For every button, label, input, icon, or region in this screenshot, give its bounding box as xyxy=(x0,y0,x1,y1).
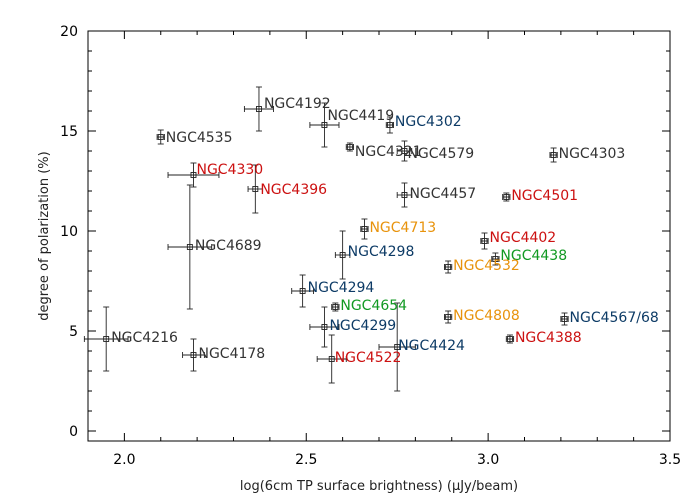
point-label-ngc4321: NGC4321 xyxy=(355,144,422,160)
point-label-ngc4532: NGC4532 xyxy=(453,258,520,274)
errorbar-ngc4298 xyxy=(334,230,351,280)
data-point-ngc4396 xyxy=(252,186,259,192)
data-point-ngc4501 xyxy=(503,194,510,200)
data-point-ngc4438 xyxy=(492,256,499,262)
data-point-ngc4654 xyxy=(332,304,339,310)
point-label-ngc4808: NGC4808 xyxy=(453,308,520,324)
tick-labels: 2.0 2.5 3.0 3.5 0 5 10 15 20 xyxy=(60,24,681,468)
errorbar-ngc4192 xyxy=(243,86,274,132)
point-label-ngc4178: NGC4178 xyxy=(198,346,265,362)
data-points xyxy=(103,106,568,362)
point-label-ngc4535: NGC4535 xyxy=(166,130,233,146)
errorbar-ngc4522 xyxy=(316,334,347,384)
point-label-ngc4457: NGC4457 xyxy=(409,186,476,202)
y-tick-label: 5 xyxy=(69,324,78,340)
data-point-ngc4298 xyxy=(339,252,346,258)
x-tick-label: 3.0 xyxy=(477,452,499,468)
errorbar-ngc4424 xyxy=(378,302,416,392)
data-point-ngc4192 xyxy=(256,106,262,112)
errorbar-ngc4457 xyxy=(396,182,413,208)
errorbar-ngc4303 xyxy=(549,147,558,163)
point-label-ngc4303: NGC4303 xyxy=(559,146,626,162)
point-label-ngc4330: NGC4330 xyxy=(196,162,263,178)
data-point-ngc4713 xyxy=(361,226,368,232)
point-label-ngc4192: NGC4192 xyxy=(264,96,331,112)
point-label-ngc4302: NGC4302 xyxy=(395,114,462,130)
data-point-ngc4457 xyxy=(401,192,408,198)
data-point-ngc4567-68 xyxy=(561,316,568,322)
data-point-ngc4402 xyxy=(481,238,488,244)
data-point-ngc4321 xyxy=(346,144,353,150)
point-label-ngc4579: NGC4579 xyxy=(407,146,474,162)
y-axis-label: degree of polarization (%) xyxy=(37,151,52,320)
data-point-ngc4178 xyxy=(190,352,197,358)
errorbar-ngc4299 xyxy=(309,306,340,348)
y-tick-label: 0 xyxy=(69,424,78,440)
errorbar-ngc4216 xyxy=(83,306,129,372)
data-point-ngc4424 xyxy=(394,344,401,350)
point-label-ngc4402: NGC4402 xyxy=(489,230,556,246)
errorbar-ngc4535 xyxy=(156,129,165,145)
point-label-ngc4713: NGC4713 xyxy=(369,220,436,236)
data-point-ngc4330 xyxy=(190,172,197,178)
data-point-ngc4302 xyxy=(386,122,393,128)
x-tick-label: 2.0 xyxy=(113,452,135,468)
point-label-ngc4438: NGC4438 xyxy=(500,248,567,264)
point-label-ngc4567-68: NGC4567/68 xyxy=(570,310,659,326)
data-point-ngc4535 xyxy=(157,134,164,140)
plot-frame xyxy=(87,30,671,442)
y-tick-label: 20 xyxy=(60,24,78,40)
point-label-ngc4298: NGC4298 xyxy=(348,244,415,260)
point-label-ngc4396: NGC4396 xyxy=(260,182,327,198)
data-point-ngc4388 xyxy=(507,336,513,342)
point-label-ngc4299: NGC4299 xyxy=(329,318,396,334)
point-label-ngc4294: NGC4294 xyxy=(308,280,375,296)
errorbar-ngc4294 xyxy=(291,274,314,308)
errorbar-ngc4396 xyxy=(247,164,264,214)
axes xyxy=(87,30,671,442)
x-tick-label: 2.5 xyxy=(295,452,317,468)
x-axis-label: log(6cm TP surface brightness) (µJy/beam… xyxy=(240,479,518,494)
data-point-ngc4532 xyxy=(445,264,452,270)
data-point-ngc4216 xyxy=(103,336,110,342)
point-label-ngc4419: NGC4419 xyxy=(327,108,394,124)
point-label-ngc4388: NGC4388 xyxy=(515,330,582,346)
tick-marks xyxy=(87,30,671,441)
y-tick-label: 15 xyxy=(60,124,78,140)
y-tick-label: 10 xyxy=(60,224,78,240)
data-point-ngc4689 xyxy=(186,244,193,250)
point-label-ngc4501: NGC4501 xyxy=(511,188,578,204)
data-point-ngc4579 xyxy=(401,148,408,154)
errorbar-ngc4579 xyxy=(396,140,413,162)
errorbar-ngc4330 xyxy=(167,162,220,188)
point-label-ngc4689: NGC4689 xyxy=(195,238,262,254)
point-label-ngc4654: NGC4654 xyxy=(340,298,407,314)
data-point-ngc4419 xyxy=(321,122,328,128)
errorbar-ngc4438 xyxy=(491,252,500,266)
data-point-ngc4299 xyxy=(321,324,328,330)
errorbar-ngc4402 xyxy=(480,232,489,250)
errorbar-ngc4689 xyxy=(167,184,213,310)
data-point-ngc4303 xyxy=(550,152,557,158)
errorbar-ngc4419 xyxy=(309,102,340,148)
x-tick-label: 3.5 xyxy=(659,452,681,468)
data-point-ngc4522 xyxy=(328,356,335,362)
data-point-ngc4808 xyxy=(445,314,452,320)
errorbar-ngc4178 xyxy=(182,338,205,372)
data-point-ngc4294 xyxy=(299,288,306,294)
point-label-ngc4424: NGC4424 xyxy=(398,338,465,354)
point-label-ngc4216: NGC4216 xyxy=(111,330,178,346)
point-label-ngc4522: NGC4522 xyxy=(335,350,402,366)
